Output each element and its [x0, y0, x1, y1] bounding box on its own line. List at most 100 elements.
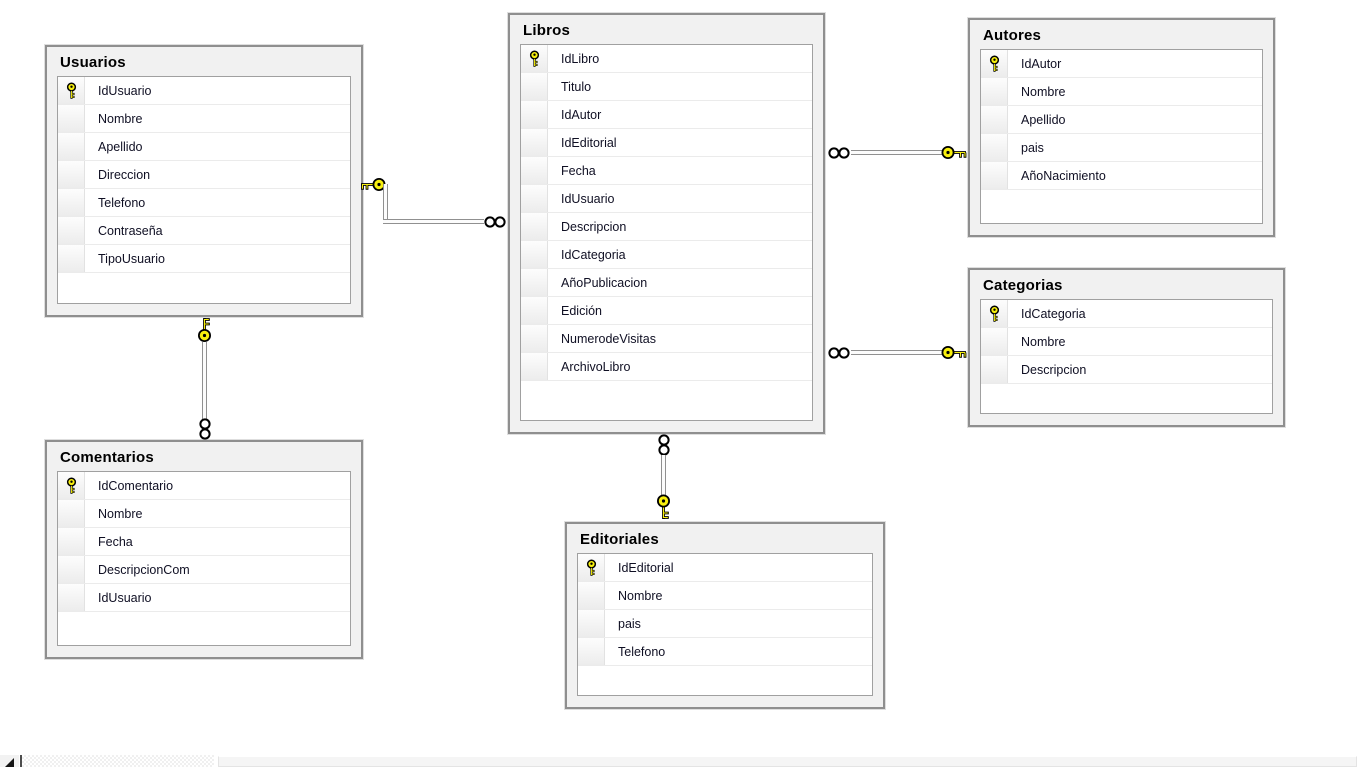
- field-grid: IdUsuario Nombre Apellido Direccion Tele…: [57, 76, 351, 304]
- many-side-infinity-icon[interactable]: [198, 416, 212, 442]
- field-row[interactable]: Nombre: [578, 582, 872, 610]
- field-row[interactable]: Contraseña: [58, 217, 350, 245]
- many-side-infinity-icon[interactable]: [826, 146, 852, 160]
- table-title[interactable]: Comentarios: [60, 449, 154, 466]
- field-name: Titulo: [561, 79, 592, 94]
- field-row[interactable]: NumerodeVisitas: [521, 325, 812, 353]
- row-selector-cell: [58, 584, 85, 611]
- table-title[interactable]: Categorias: [983, 277, 1063, 294]
- table-title[interactable]: Libros: [523, 22, 571, 39]
- many-side-infinity-icon[interactable]: [657, 432, 671, 458]
- field-row[interactable]: Telefono: [578, 638, 872, 666]
- field-name: Edición: [561, 303, 602, 318]
- field-row[interactable]: Fecha: [521, 157, 812, 185]
- row-selector-cell: [58, 105, 85, 132]
- field-row[interactable]: IdUsuario: [521, 185, 812, 213]
- field-name: Apellido: [98, 139, 143, 154]
- field-row[interactable]: Nombre: [58, 500, 350, 528]
- row-selector-cell: [981, 134, 1008, 161]
- one-side-key-icon[interactable]: [197, 317, 212, 343]
- relation-line-usuarios-libros[interactable]: [383, 184, 388, 224]
- field-row[interactable]: ArchivoLibro: [521, 353, 812, 381]
- field-row[interactable]: IdEditorial: [578, 554, 872, 582]
- field-name: IdCategoria: [1021, 306, 1086, 321]
- empty-grid-area: [58, 612, 350, 645]
- table-categorias[interactable]: Categorias IdCategoria Nombre Descripcio…: [968, 268, 1285, 427]
- table-editoriales[interactable]: Editoriales IdEditorial Nombre pais Tele…: [565, 522, 885, 709]
- field-row[interactable]: AñoPublicacion: [521, 269, 812, 297]
- field-name: NumerodeVisitas: [561, 331, 656, 346]
- field-row[interactable]: DescripcionCom: [58, 556, 350, 584]
- row-selector-cell: [981, 328, 1008, 355]
- field-row[interactable]: Descripcion: [521, 213, 812, 241]
- field-row[interactable]: Nombre: [58, 105, 350, 133]
- field-row[interactable]: Apellido: [981, 106, 1262, 134]
- field-name: IdComentario: [98, 478, 174, 493]
- row-selector-cell: [521, 101, 548, 128]
- table-usuarios[interactable]: Usuarios IdUsuario Nombre Apellido Direc…: [45, 45, 363, 317]
- field-row[interactable]: Fecha: [58, 528, 350, 556]
- one-side-key-icon[interactable]: [941, 345, 967, 360]
- field-row[interactable]: IdComentario: [58, 472, 350, 500]
- field-row[interactable]: IdEditorial: [521, 129, 812, 157]
- field-row[interactable]: Nombre: [981, 78, 1262, 106]
- relation-line-libros-autores[interactable]: [851, 150, 943, 155]
- table-title[interactable]: Autores: [983, 27, 1042, 44]
- table-title[interactable]: Editoriales: [580, 531, 659, 548]
- field-name: pais: [1021, 140, 1044, 155]
- field-row[interactable]: Direccion: [58, 161, 350, 189]
- field-row[interactable]: IdLibro: [521, 45, 812, 73]
- field-name: AñoPublicacion: [561, 275, 648, 290]
- field-name: Nombre: [98, 506, 143, 521]
- row-selector-cell: [521, 185, 548, 212]
- field-row[interactable]: Descripcion: [981, 356, 1272, 384]
- field-name: IdEditorial: [618, 560, 674, 575]
- one-side-key-icon[interactable]: [941, 145, 967, 160]
- scrollbar-track[interactable]: [22, 755, 214, 767]
- field-row[interactable]: IdCategoria: [521, 241, 812, 269]
- table-autores[interactable]: Autores IdAutor Nombre Apellido pais Año…: [968, 18, 1275, 237]
- field-row[interactable]: TipoUsuario: [58, 245, 350, 273]
- table-title[interactable]: Usuarios: [60, 54, 126, 71]
- field-row[interactable]: pais: [578, 610, 872, 638]
- relation-line-libros-editoriales[interactable]: [661, 455, 666, 497]
- scrollbar-corner-button[interactable]: [0, 755, 19, 767]
- field-grid: IdLibro Titulo IdAutor IdEditorial Fecha…: [520, 44, 813, 421]
- field-grid: IdComentario Nombre Fecha DescripcionCom…: [57, 471, 351, 646]
- relation-line-libros-categorias[interactable]: [851, 350, 943, 355]
- row-selector-cell: [521, 129, 548, 156]
- field-row[interactable]: IdCategoria: [981, 300, 1272, 328]
- field-row[interactable]: Apellido: [58, 133, 350, 161]
- field-row[interactable]: IdAutor: [521, 101, 812, 129]
- field-name: Telefono: [618, 644, 666, 659]
- splitter-triangle-icon: [5, 758, 14, 767]
- scrollbar-thumb[interactable]: [218, 756, 1357, 767]
- row-selector-cell: [521, 213, 548, 240]
- row-selector-cell: [58, 500, 85, 527]
- row-selector-cell: [981, 356, 1008, 383]
- table-comentarios[interactable]: Comentarios IdComentario Nombre Fecha De…: [45, 440, 363, 659]
- field-name: IdUsuario: [561, 191, 615, 206]
- field-row[interactable]: IdUsuario: [58, 584, 350, 612]
- table-libros[interactable]: Libros IdLibro Titulo IdAutor IdEditoria…: [508, 13, 825, 434]
- one-side-key-icon[interactable]: [656, 494, 671, 520]
- relation-line-usuarios-libros[interactable]: [383, 219, 484, 224]
- field-row[interactable]: Edición: [521, 297, 812, 325]
- relation-line-usuarios-comentarios[interactable]: [202, 342, 207, 419]
- field-row[interactable]: Telefono: [58, 189, 350, 217]
- many-side-infinity-icon[interactable]: [826, 346, 852, 360]
- field-row[interactable]: IdAutor: [981, 50, 1262, 78]
- primary-key-icon: [66, 81, 76, 99]
- row-selector-cell: [521, 157, 548, 184]
- field-name: Nombre: [98, 111, 143, 126]
- field-row[interactable]: AñoNacimiento: [981, 162, 1262, 190]
- many-side-infinity-icon[interactable]: [482, 215, 508, 229]
- field-name: IdUsuario: [98, 83, 152, 98]
- field-row[interactable]: Nombre: [981, 328, 1272, 356]
- horizontal-scrollbar[interactable]: [0, 755, 1357, 767]
- field-row[interactable]: pais: [981, 134, 1262, 162]
- field-grid: IdCategoria Nombre Descripcion: [980, 299, 1273, 414]
- field-row[interactable]: Titulo: [521, 73, 812, 101]
- field-name: Fecha: [561, 163, 596, 178]
- field-row[interactable]: IdUsuario: [58, 77, 350, 105]
